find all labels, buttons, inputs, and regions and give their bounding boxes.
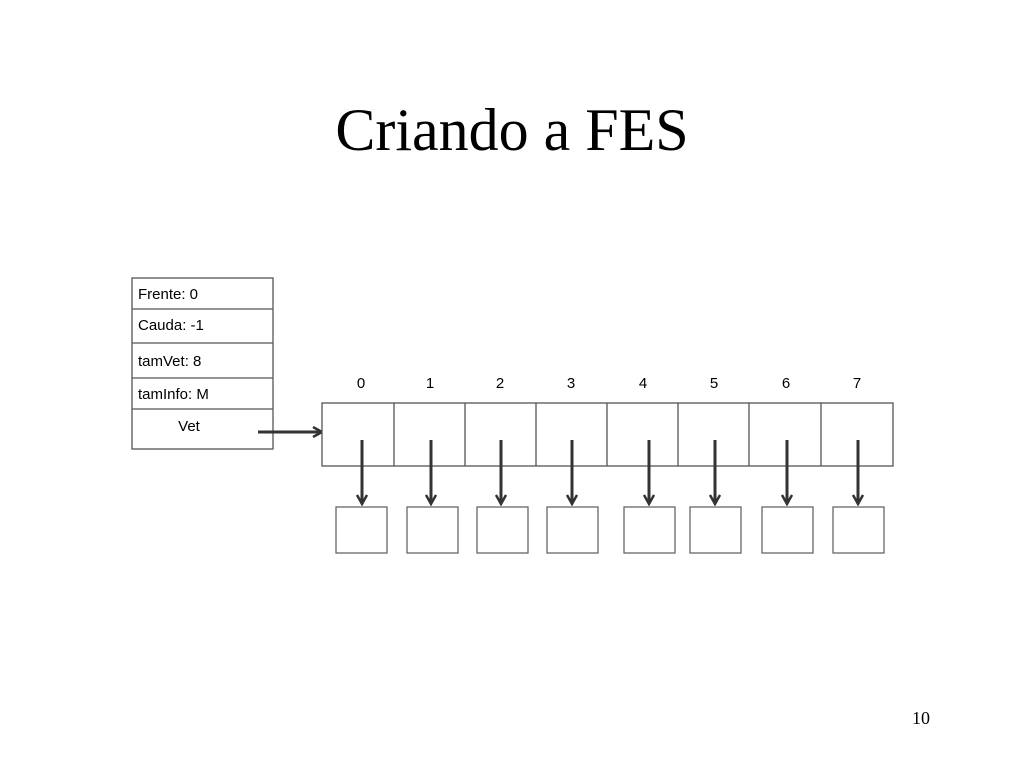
cell-pointer-arrows — [362, 440, 858, 504]
info-box — [476, 506, 529, 554]
index-label: 3 — [567, 375, 575, 392]
slide-title: Criando a FES — [335, 97, 689, 163]
index-label: 2 — [496, 375, 504, 392]
index-label: 1 — [426, 375, 434, 392]
info-box — [689, 506, 742, 554]
index-label: 7 — [853, 375, 861, 392]
index-labels: 0 1 2 3 4 5 6 7 — [357, 375, 861, 392]
field-taminfo: tamInfo: M — [138, 386, 209, 403]
field-vet: Vet — [178, 418, 201, 435]
field-frente: Frente: 0 — [138, 286, 198, 303]
index-label: 4 — [639, 375, 647, 392]
info-boxes — [335, 506, 885, 554]
index-label: 6 — [782, 375, 790, 392]
info-box — [406, 506, 459, 554]
info-box — [546, 506, 599, 554]
index-label: 0 — [357, 375, 365, 392]
field-cauda: Cauda: -1 — [138, 317, 204, 334]
index-label: 5 — [710, 375, 718, 392]
vector-array — [321, 402, 894, 467]
info-box — [623, 506, 676, 554]
field-tamvet: tamVet: 8 — [138, 353, 201, 370]
info-box — [761, 506, 814, 554]
info-box — [832, 506, 885, 554]
page-number: 10 — [912, 708, 930, 728]
info-box — [335, 506, 388, 554]
descriptor-box: Frente: 0 Cauda: -1 tamVet: 8 tamInfo: M… — [131, 277, 274, 450]
